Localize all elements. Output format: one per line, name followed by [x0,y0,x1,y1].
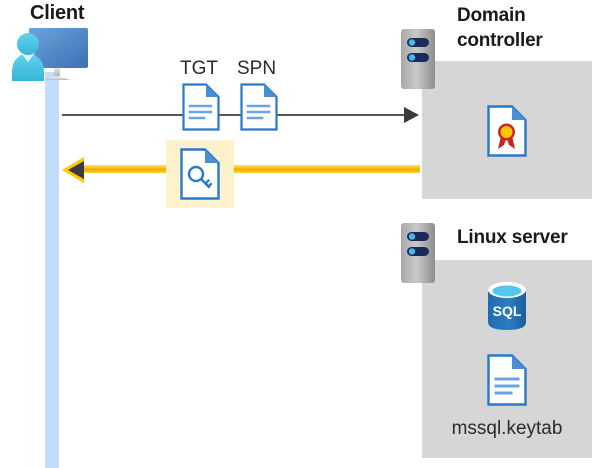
spn-label: SPN [237,58,277,79]
client-workstation-icon [8,26,98,88]
domain-controller-title-line1: Domain [457,5,526,26]
reply-arrow [62,156,420,184]
svg-text:SQL: SQL [493,303,522,319]
tgt-label: TGT [180,58,218,79]
domain-controller-title-line2: controller [457,30,543,51]
keytab-file-icon [487,354,527,406]
domain-controller-title: Domain controller [457,3,597,53]
request-arrow [62,104,420,126]
domain-controller-rack-icon [400,28,436,95]
tgt-document-icon [182,83,220,131]
linux-server-title: Linux server [457,225,597,250]
linux-server-title-line1: Linux server [457,227,568,248]
sql-database-icon: SQL [484,280,530,332]
linux-server-rack-icon [400,222,436,289]
ticket-key-document-icon [180,148,220,200]
spn-document-icon [240,83,278,131]
keytab-filename-label: mssql.keytab [451,418,563,439]
certificate-icon [487,105,527,157]
client-lifeline [45,72,59,468]
client-title: Client [30,2,85,24]
